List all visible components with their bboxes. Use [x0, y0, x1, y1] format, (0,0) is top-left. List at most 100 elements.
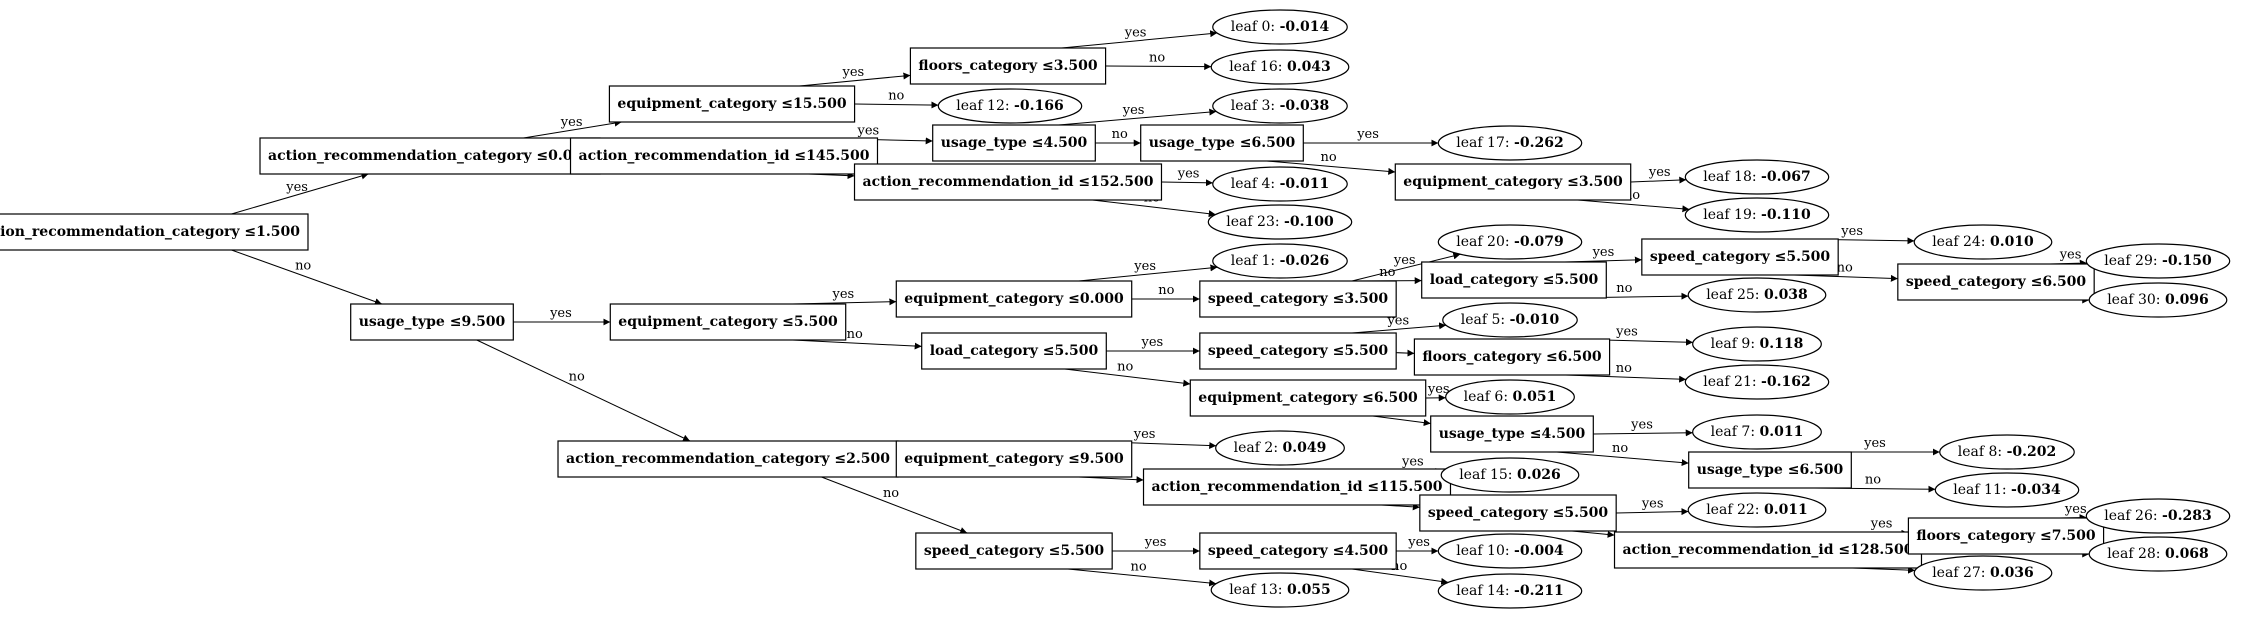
leaf-node-9: leaf 9: 0.118 [1692, 326, 1822, 362]
edge-label-yes: yes [1122, 103, 1145, 118]
edge-s9-s22 [476, 339, 691, 442]
leaf-node-label: leaf 19: -0.110 [1703, 207, 1811, 223]
leaf-node-label: leaf 27: 0.036 [1932, 565, 2034, 581]
split-node-label: floors_category ≤3.500 [918, 58, 1097, 74]
leaf-node-label: leaf 0: -0.014 [1231, 19, 1330, 35]
leaf-node-label: leaf 25: 0.038 [1706, 287, 1808, 303]
split-node-label: equipment_category ≤9.500 [904, 451, 1124, 467]
leaf-node-2: leaf 2: 0.049 [1215, 430, 1345, 466]
leaf-node-ellipse [1684, 364, 1830, 400]
leaf-node-ellipse [1445, 379, 1575, 415]
edge-label-yes: yes [1592, 245, 1615, 260]
edge-label-yes: yes [1133, 427, 1156, 442]
split-node-box [895, 280, 1133, 318]
leaf-node-label: leaf 23: -0.100 [1226, 214, 1334, 230]
edge-s5-l3 [1058, 108, 1217, 126]
edge-s0-s9 [231, 249, 383, 305]
leaf-node-ellipse [1437, 573, 1583, 609]
leaf-node-label: leaf 24: 0.010 [1932, 234, 2034, 250]
edge-s7-l18 [1630, 176, 1687, 184]
leaf-node-label: leaf 8: -0.202 [1958, 444, 2057, 460]
split-node-s19: equipment_category ≤6.500 [1189, 379, 1427, 417]
edge-s2-l12 [854, 101, 939, 109]
split-node-label: usage_type ≤9.500 [359, 314, 506, 330]
split-node-box [608, 85, 856, 123]
split-node-s13: load_category ≤5.500 [1421, 261, 1607, 299]
leaf-node-ellipse [937, 88, 1083, 124]
leaf-node-27: leaf 27: 0.036 [1913, 555, 2053, 591]
edge-s1-s2 [523, 119, 622, 139]
split-node-s28: speed_category ≤5.500 [915, 532, 1113, 570]
edge-label-yes: yes [1133, 259, 1156, 274]
leaf-node-label: leaf 13: 0.055 [1229, 582, 1331, 598]
leaf-node-13: leaf 13: 0.055 [1210, 572, 1350, 608]
edge-s3-l16 [1105, 63, 1212, 71]
split-node-s5: usage_type ≤4.500 [932, 124, 1096, 162]
leaf-node-ellipse [1437, 533, 1583, 569]
leaf-node-ellipse [1212, 243, 1348, 279]
edge-s18-l21 [1565, 374, 1687, 383]
edge-s8-l4 [1161, 179, 1213, 187]
split-node-box [1613, 531, 1923, 569]
split-node-box [557, 440, 899, 478]
split-node-box [609, 303, 847, 341]
leaf-node-22: leaf 22: 0.011 [1687, 492, 1827, 528]
leaf-node-ellipse [1210, 572, 1350, 608]
split-node-label: speed_category ≤5.500 [924, 543, 1105, 559]
leaf-node-4: leaf 4: -0.011 [1212, 166, 1348, 202]
leaf-node-30: leaf 30: 0.096 [2088, 282, 2228, 318]
leaf-node-label: leaf 22: 0.011 [1706, 502, 1808, 518]
edge-s29-l14 [1351, 568, 1449, 585]
split-node-label: action_recommendation_id ≤145.500 [579, 148, 870, 164]
leaf-node-ellipse [1913, 224, 2053, 260]
split-node-label: speed_category ≤5.500 [1208, 343, 1389, 359]
leaf-node-1: leaf 1: -0.026 [1212, 243, 1348, 279]
split-node-box [259, 137, 601, 175]
edge-s25-s26 [1571, 530, 1615, 538]
split-node-s25: speed_category ≤5.500 [1419, 494, 1617, 532]
split-node-label: action_recommendation_id ≤115.500 [1152, 479, 1443, 495]
leaf-node-11: leaf 11: -0.034 [1934, 472, 2080, 508]
split-node-s10: equipment_category ≤5.500 [609, 303, 847, 341]
split-node-box [1140, 124, 1304, 162]
leaf-node-ellipse [1684, 159, 1830, 195]
edge-label-yes: yes [1144, 535, 1167, 550]
leaf-node-17: leaf 17: -0.262 [1437, 125, 1583, 161]
leaf-node-label: leaf 4: -0.011 [1231, 176, 1330, 192]
edge-s20-s21 [1556, 451, 1689, 467]
split-node-box [895, 440, 1133, 478]
edge-label-no: no [883, 486, 899, 501]
edge-label-no: no [1616, 361, 1632, 376]
split-node-label: usage_type ≤6.500 [1149, 135, 1296, 151]
edge-label-yes: yes [1427, 382, 1450, 397]
edge-s22-s28 [821, 476, 968, 534]
leaf-node-label: leaf 11: -0.034 [1953, 482, 2061, 498]
split-node-label: action_recommendation_category ≤0.000 [268, 148, 592, 164]
edge-s2-s3 [799, 72, 911, 87]
split-node-s15: speed_category ≤6.500 [1897, 263, 2095, 301]
edge-label-no: no [1320, 150, 1336, 165]
leaf-node-21: leaf 21: -0.162 [1684, 364, 1830, 400]
split-node-s9: usage_type ≤9.500 [350, 303, 514, 341]
split-node-s0: action_recommendation_category ≤1.500 [0, 213, 309, 251]
edge-label-yes: yes [1863, 436, 1886, 451]
split-node-label: speed_category ≤6.500 [1906, 274, 2087, 290]
split-node-s20: usage_type ≤4.500 [1430, 415, 1594, 453]
edge-label-yes: yes [1356, 127, 1379, 142]
edge-s28-l13 [1067, 568, 1217, 587]
split-node-label: action_recommendation_id ≤152.500 [863, 174, 1154, 190]
leaf-node-ellipse [2085, 498, 2231, 534]
leaf-node-24: leaf 24: 0.010 [1913, 224, 2053, 260]
edge-label-yes: yes [1141, 335, 1164, 350]
leaf-node-ellipse [2085, 243, 2231, 279]
leaf-node-ellipse [1212, 166, 1348, 202]
leaf-node-ellipse [1212, 88, 1348, 124]
edge-label-yes: yes [1124, 25, 1147, 40]
edge-label-yes: yes [2059, 248, 2082, 263]
split-node-box [1413, 338, 1611, 376]
leaf-node-label: leaf 17: -0.262 [1456, 135, 1563, 151]
edge-label-yes: yes [1630, 417, 1653, 432]
split-node-box [350, 303, 514, 341]
edge-label-no: no [1837, 261, 1853, 276]
leaf-node-label: leaf 16: 0.043 [1229, 59, 1331, 75]
